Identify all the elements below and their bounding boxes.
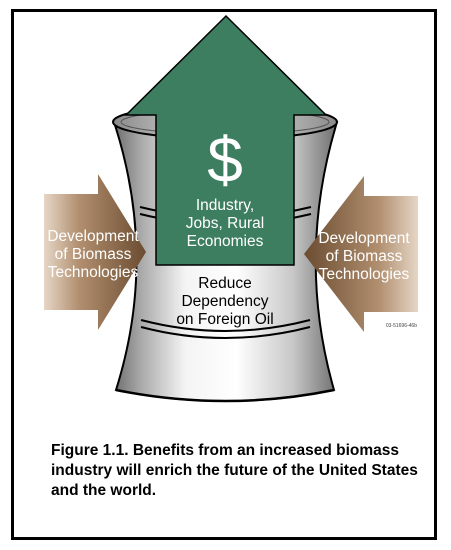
right-arrow (304, 176, 418, 332)
right-arrow-label-line-2: of Biomass (326, 248, 403, 265)
right-arrow-label-line-3: Technologies (319, 266, 410, 283)
barrel-rib-lower (140, 319, 311, 332)
barrel-label-line-2: Dependency (181, 293, 268, 310)
left-arrow-label-line-1: Development (47, 228, 139, 245)
right-arrow-label-line-1: Development (318, 230, 410, 247)
barrel-bottom (115, 388, 335, 403)
arrow-label-line-2: Jobs, Rural (186, 215, 264, 232)
arrow-label-line-3: Economies (187, 233, 264, 250)
figure-caption: Figure 1.1. Benefits from an increased b… (51, 442, 418, 499)
up-arrow (124, 14, 328, 266)
figure-frame: $ Industry, Jobs, Rural Economies Develo… (11, 9, 437, 540)
left-arrow-label-line-2: of Biomass (55, 246, 132, 263)
left-arrow-label-line-3: Technologies (48, 264, 139, 281)
left-arrow (44, 174, 146, 330)
dollar-symbol: $ (207, 124, 243, 196)
biomass-diagram: $ Industry, Jobs, Rural Economies Develo… (44, 14, 418, 403)
barrel-rib-lower-2 (140, 326, 311, 339)
figure-code: 03-51696-46b (386, 323, 417, 329)
barrel-label-line-1: Reduce (198, 275, 251, 292)
barrel-label-line-3: on Foreign Oil (176, 311, 273, 328)
arrow-label-line-1: Industry, (196, 197, 254, 214)
